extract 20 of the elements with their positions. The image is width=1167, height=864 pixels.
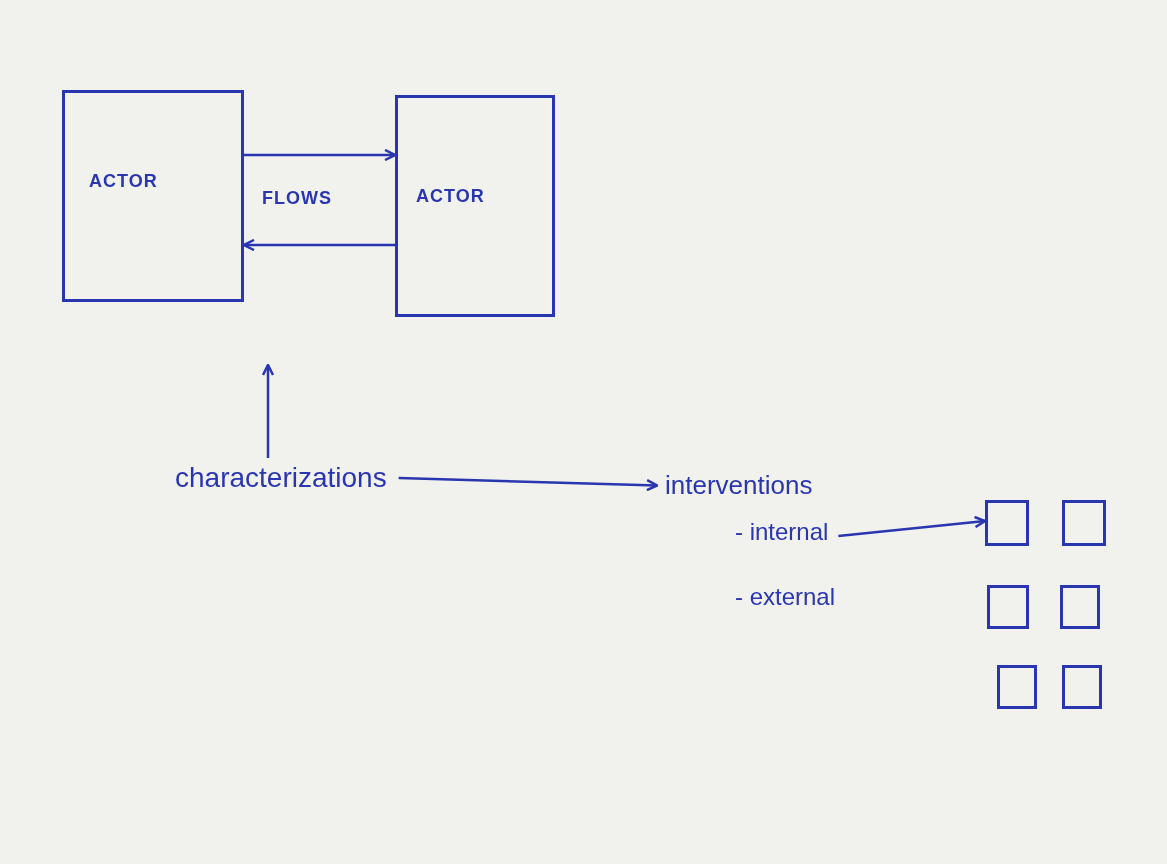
actor-box xyxy=(395,95,555,317)
handwritten-text: interventions xyxy=(665,470,813,501)
arrow xyxy=(398,476,659,492)
arrow xyxy=(244,148,397,162)
empty-square xyxy=(985,500,1029,546)
empty-square xyxy=(1060,585,1100,629)
arrow xyxy=(838,515,987,538)
actor-label: ACTOR xyxy=(89,171,158,192)
handwritten-text: - external xyxy=(735,583,836,611)
handwritten-text: characterizations xyxy=(175,462,387,494)
handwritten-text: - internal xyxy=(735,518,829,546)
arrow xyxy=(261,363,275,458)
empty-square xyxy=(987,585,1029,629)
empty-square xyxy=(997,665,1037,709)
empty-square xyxy=(1062,500,1106,546)
arrow xyxy=(242,238,395,252)
empty-square xyxy=(1062,665,1102,709)
actor-label: ACTOR xyxy=(416,186,485,207)
flows-label: FLOWS xyxy=(262,188,332,209)
actor-box xyxy=(62,90,244,302)
